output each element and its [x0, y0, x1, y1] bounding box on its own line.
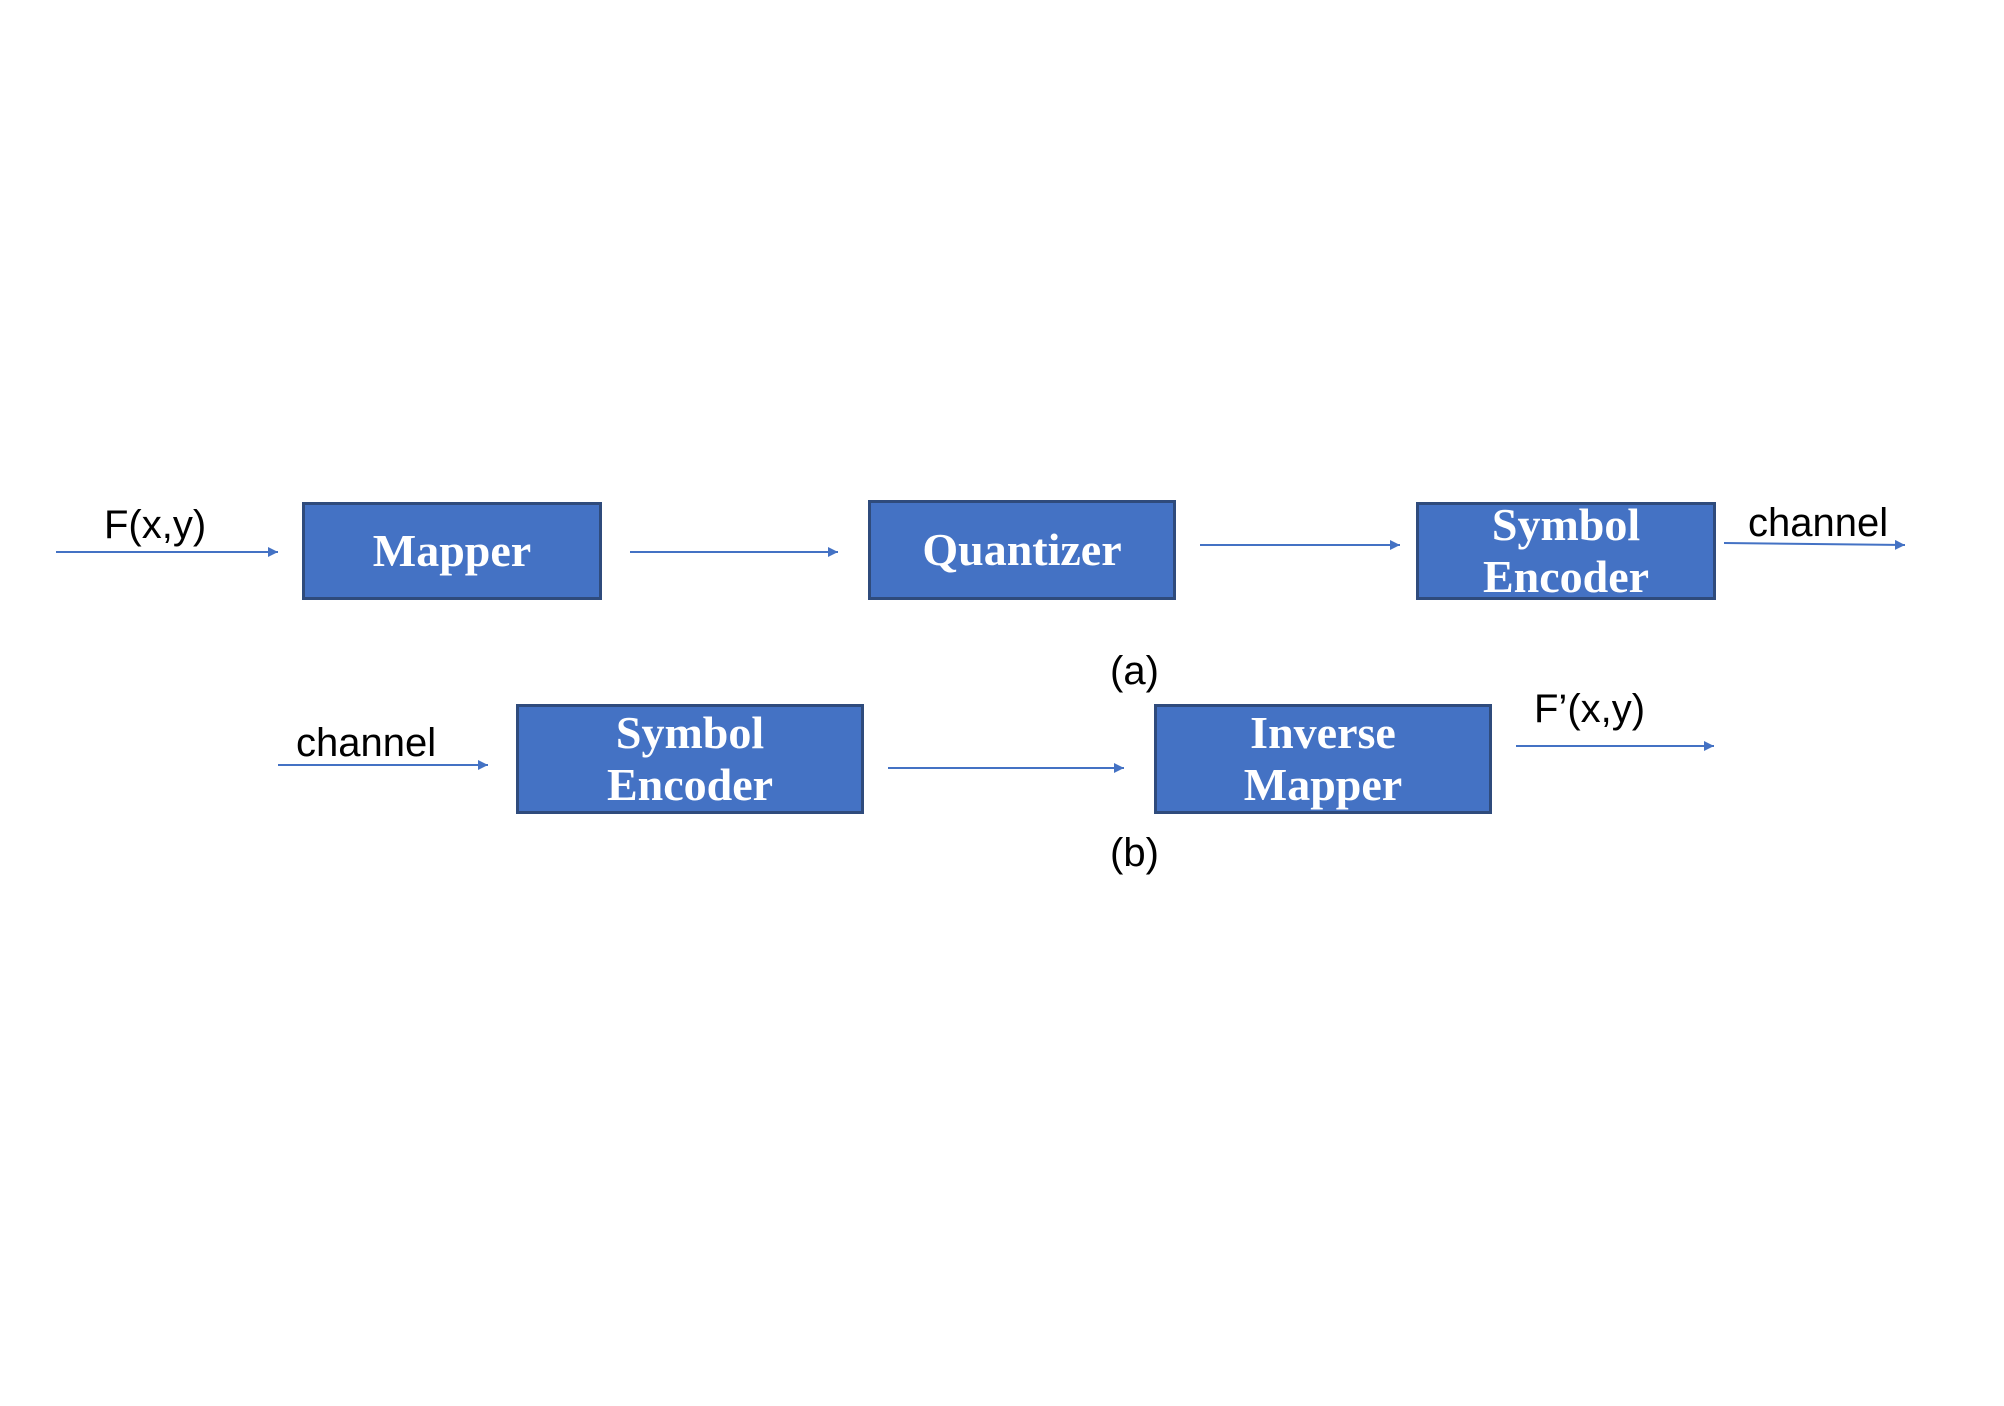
block-label-line: Inverse	[1250, 707, 1396, 758]
encoder-output-label: channel	[1748, 501, 1889, 545]
block-label-line: Symbol	[615, 707, 765, 758]
decoder-output-label: F’(x,y)	[1534, 687, 1646, 731]
decoder-input-label: channel	[296, 721, 437, 765]
block-label-line: Mapper	[1243, 759, 1403, 810]
block-label-line: Encoder	[1482, 551, 1650, 602]
block-label-line: Symbol	[1491, 499, 1641, 550]
encoder-input-label: F(x,y)	[104, 503, 207, 547]
decoder-caption: (b)	[1110, 831, 1159, 875]
block-label-line: Mapper	[372, 525, 532, 576]
mapper-block: Mapper	[302, 502, 602, 600]
quantizer-block: Quantizer	[868, 500, 1176, 600]
encoder-caption: (a)	[1110, 649, 1159, 693]
block-label-line: Quantizer	[922, 524, 1122, 575]
block-label-line: Encoder	[606, 759, 774, 810]
arrow-symbol-encoder-to-channel	[1723, 539, 1906, 550]
